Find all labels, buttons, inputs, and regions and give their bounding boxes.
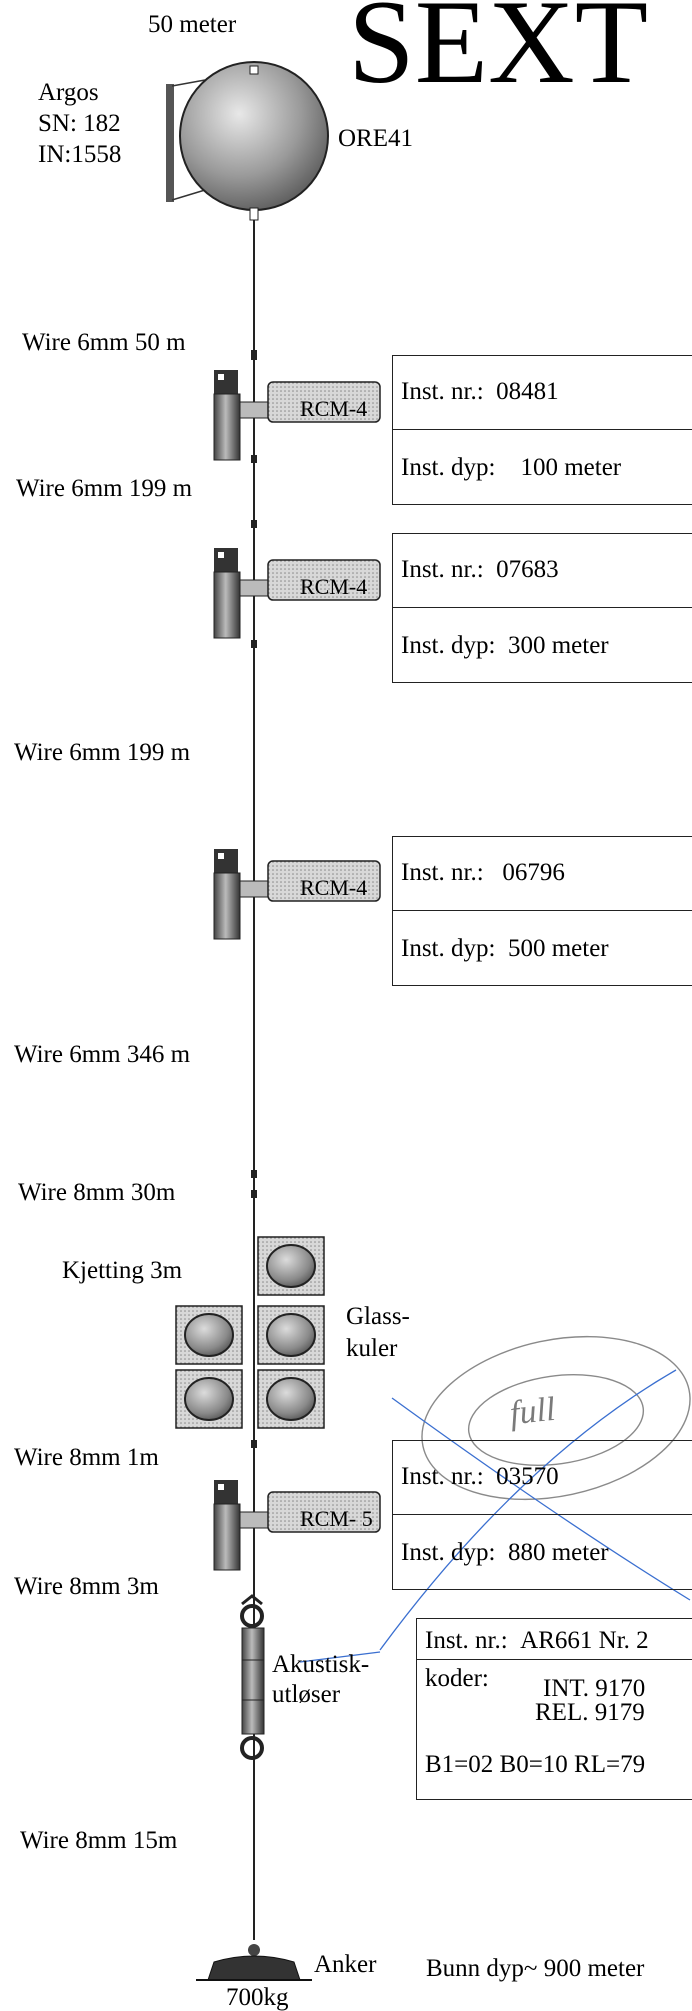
inst-dyp-value: 500 meter — [507, 935, 609, 962]
koder-label: koder: — [425, 1665, 489, 1692]
inst-nr-label: Inst. nr.: — [401, 859, 484, 886]
wire-label: Wire 6mm 199 m — [16, 475, 193, 502]
rcm-instrument-1 — [213, 370, 381, 461]
handwritten-note: full — [508, 1390, 558, 1433]
wire-label: Wire 8mm 1m — [14, 1444, 159, 1471]
line-shackles — [251, 350, 257, 1448]
release-nr-value: AR661 Nr. 2 — [520, 1627, 649, 1654]
release-nr-label: Inst. nr.: — [425, 1627, 508, 1654]
instrument-info-box: Inst. nr.: 08481 Inst. dyp: 100 meter — [392, 355, 692, 505]
floats-label: kuler — [346, 1335, 398, 1362]
floats-label: Glass- — [346, 1303, 410, 1330]
inst-nr-value: 06796 — [502, 859, 565, 886]
anchor-label: Anker — [314, 1951, 377, 1978]
surface-buoy — [166, 61, 329, 221]
anchor-weight: 700kg — [226, 1984, 289, 2011]
chain-label: Kjetting 3m — [62, 1257, 183, 1284]
page-title: SEXT — [348, 0, 648, 108]
glass-floats — [175, 1236, 325, 1429]
rcm-instrument-4 — [213, 1480, 381, 1571]
inst-dyp-value: 880 meter — [507, 1539, 609, 1566]
rcm-instrument-2 — [213, 548, 381, 639]
rcm-instrument-3 — [213, 849, 381, 940]
wire-label: Wire 8mm 30m — [18, 1179, 176, 1206]
rcm-type-label: RCM-4 — [300, 574, 368, 599]
release-rel: REL. 9179 — [535, 1699, 645, 1726]
rcm-type-label: RCM-4 — [300, 875, 368, 900]
inst-dyp-value: 300 meter — [507, 632, 609, 659]
release-label: utløser — [272, 1681, 341, 1708]
acoustic-release — [240, 1594, 265, 1760]
inst-nr-value: 07683 — [496, 556, 559, 583]
wire-label: Wire 8mm 3m — [14, 1573, 159, 1600]
blue-pen-marks — [299, 1369, 691, 1663]
wire-label: Wire 8mm 15m — [20, 1827, 178, 1854]
instrument-info-box: Inst. nr.: 03570 Inst. dyp: 880 meter — [392, 1440, 692, 1590]
inst-dyp-label: Inst. dyp: — [401, 1539, 496, 1566]
instrument-info-box: Inst. nr.: 07683 Inst. dyp: 300 meter — [392, 533, 692, 683]
release-label: Akustisk- — [272, 1651, 370, 1678]
inst-dyp-label: Inst. dyp: — [401, 935, 496, 962]
wire-label: Wire 6mm 346 m — [14, 1041, 191, 1068]
release-codes: B1=02 B0=10 RL=79 — [425, 1751, 646, 1778]
wire-label: Wire 6mm 50 m — [22, 329, 186, 356]
instrument-info-box: Inst. nr.: 06796 Inst. dyp: 500 meter — [392, 836, 692, 986]
inst-nr-label: Inst. nr.: — [401, 378, 484, 405]
inst-dyp-value: 100 meter — [520, 454, 622, 481]
bottom-depth-label: Bunn dyp~ 900 meter — [426, 1955, 645, 1982]
buoy-name: ORE41 — [338, 125, 413, 152]
rcm-type-label: RCM- 5 — [300, 1506, 373, 1531]
release-int: INT. 9170 — [543, 1675, 646, 1702]
pencil-annotation — [421, 1335, 691, 1501]
wire-label: Wire 6mm 199 m — [14, 739, 191, 766]
argos-label: Argos — [38, 79, 99, 106]
inst-nr-value: 08481 — [496, 378, 559, 405]
release-info-box: Inst. nr.: AR661 Nr. 2 koder: INT. 9170 … — [416, 1618, 692, 1800]
inst-nr-value: 03570 — [496, 1463, 559, 1490]
inst-dyp-label: Inst. dyp: — [401, 454, 496, 481]
inst-nr-label: Inst. nr.: — [401, 1463, 484, 1490]
top-depth-label: 50 meter — [148, 11, 237, 38]
inst-dyp-label: Inst. dyp: — [401, 632, 496, 659]
anchor — [196, 1944, 312, 1981]
argos-in: IN:1558 — [38, 141, 122, 168]
argos-sn: SN: 182 — [38, 110, 121, 137]
inst-nr-label: Inst. nr.: — [401, 556, 484, 583]
rcm-type-label: RCM-4 — [300, 396, 368, 421]
